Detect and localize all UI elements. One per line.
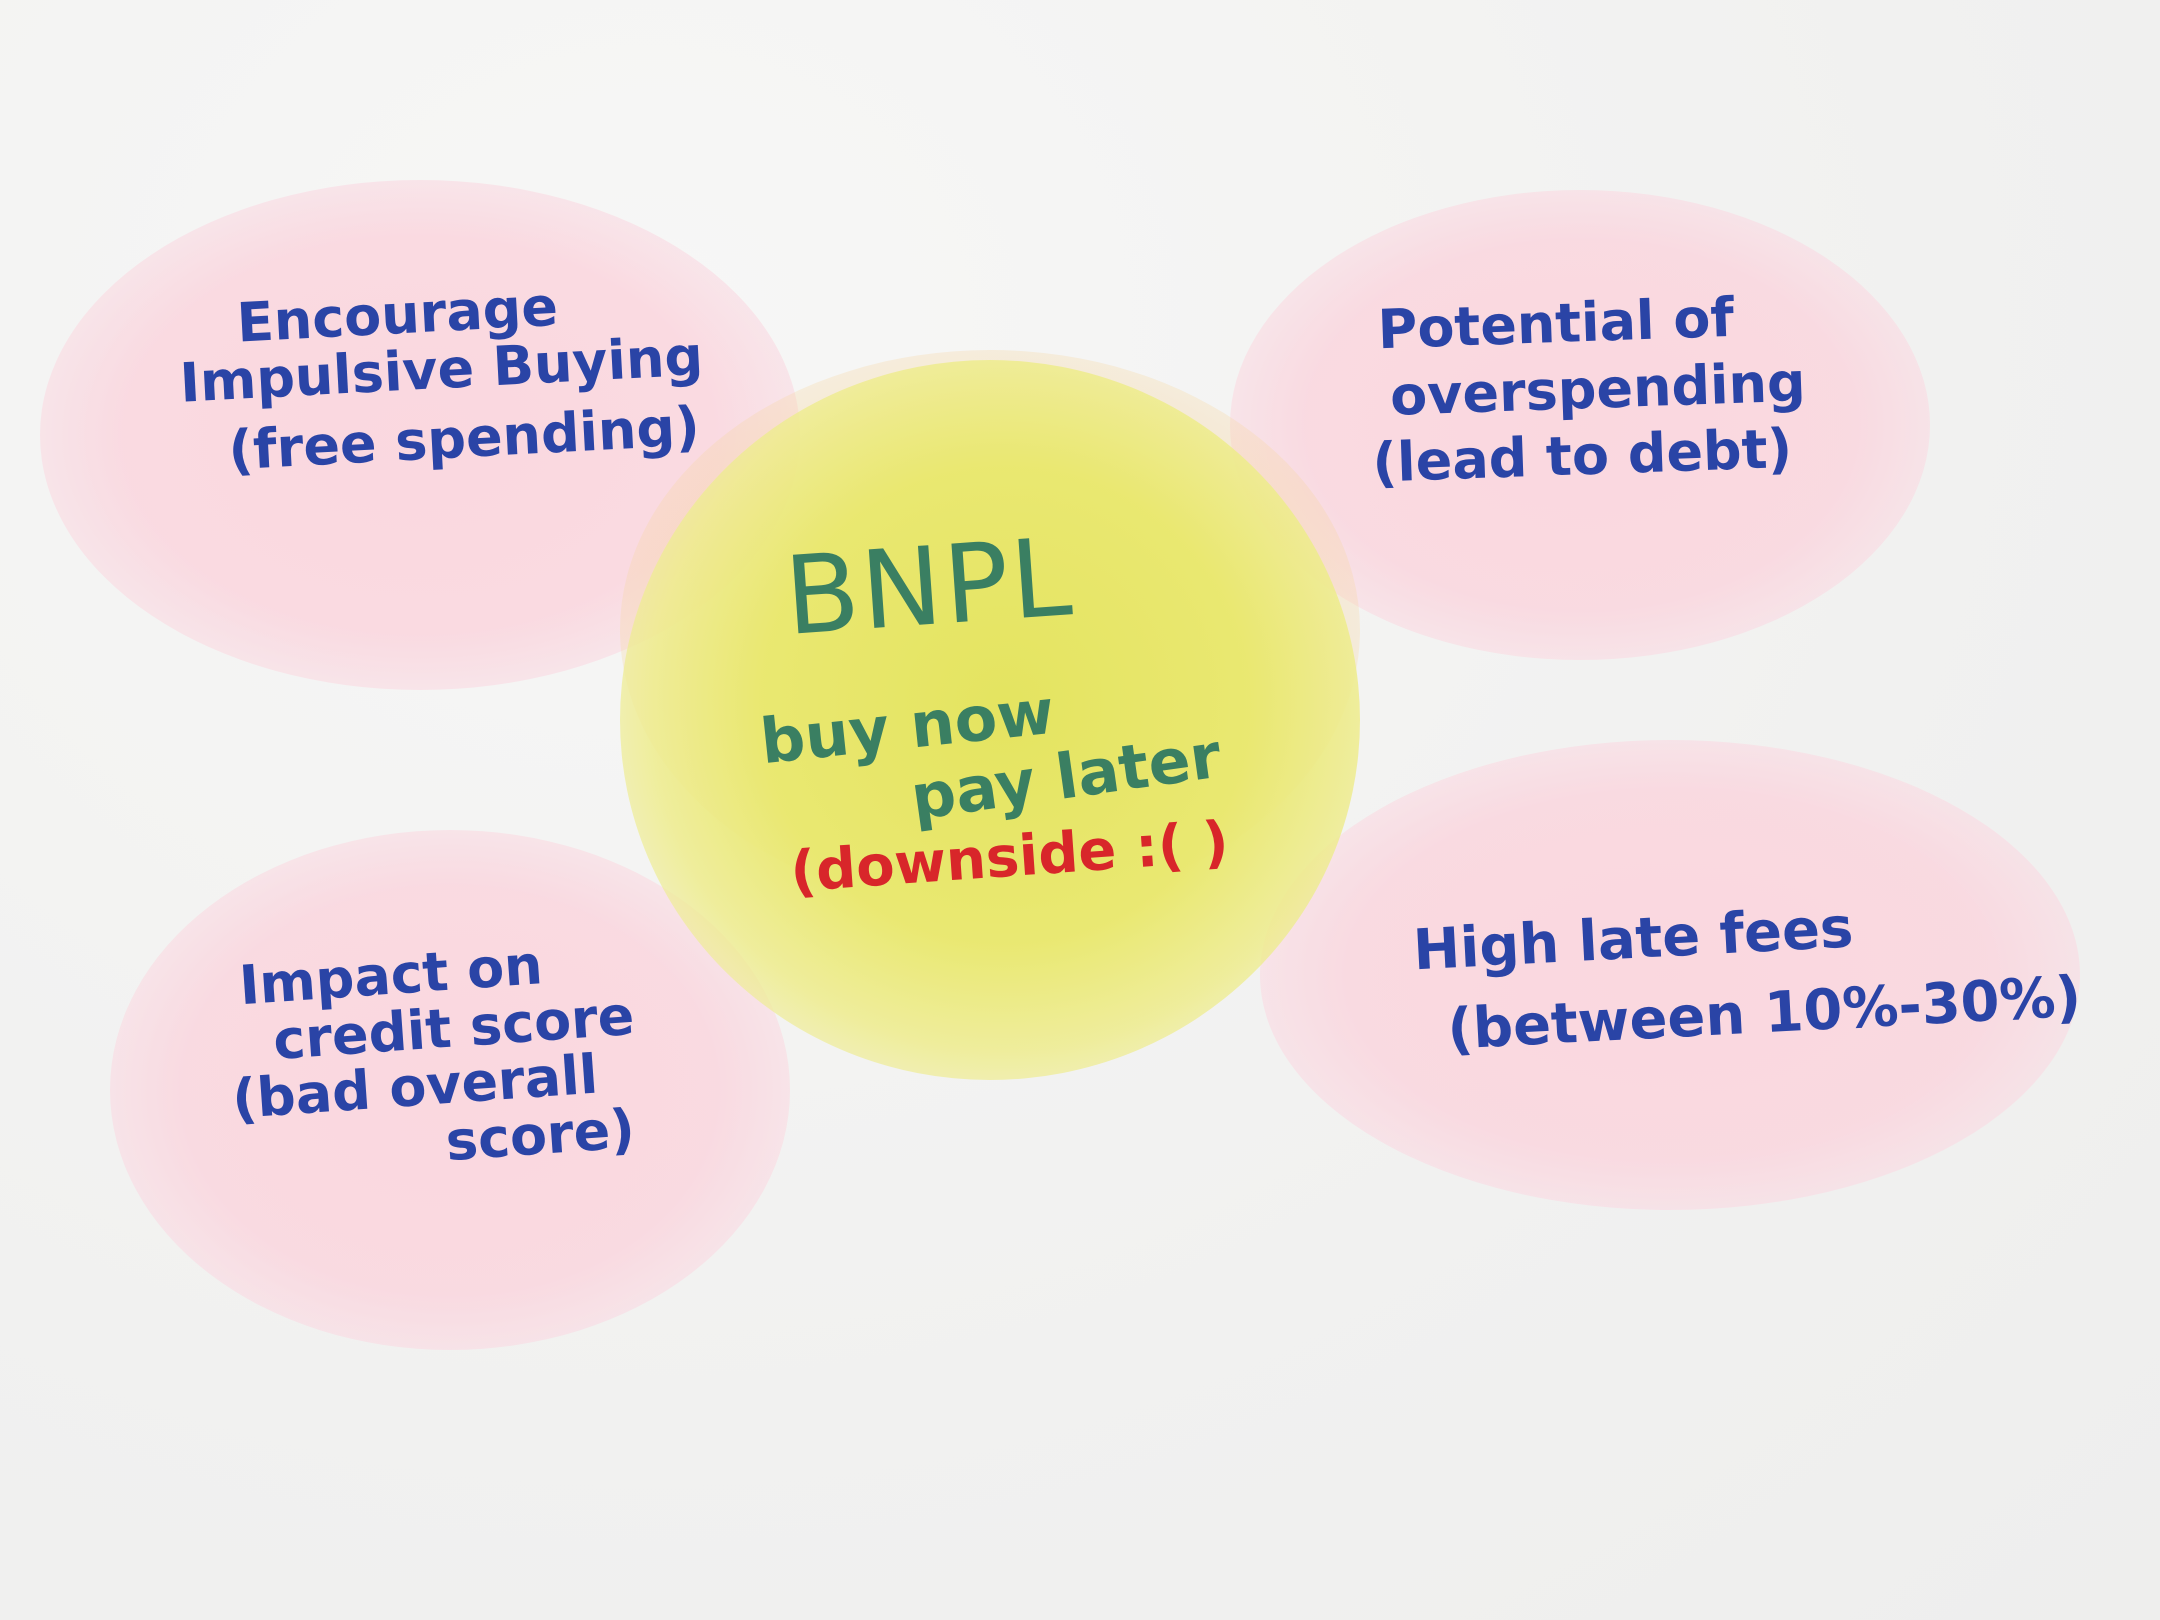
node-overspending-line1: Potential of <box>1376 285 1735 362</box>
center-title: BNPL <box>780 515 1078 660</box>
node-overspending: Potential of overspending (lead to debt) <box>1367 285 1809 495</box>
node-credit-score-line4: score) <box>443 1097 637 1174</box>
node-impulsive-buying: Encourage Impulsive Buying (free spendin… <box>176 271 709 483</box>
bubble-late-fees <box>1260 740 2080 1210</box>
node-overspending-line2: overspending <box>1388 350 1807 428</box>
center-bubble <box>620 360 1360 1080</box>
bubble-credit-score <box>110 830 790 1350</box>
node-credit-score: Impact on credit score (bad overall scor… <box>223 931 644 1186</box>
